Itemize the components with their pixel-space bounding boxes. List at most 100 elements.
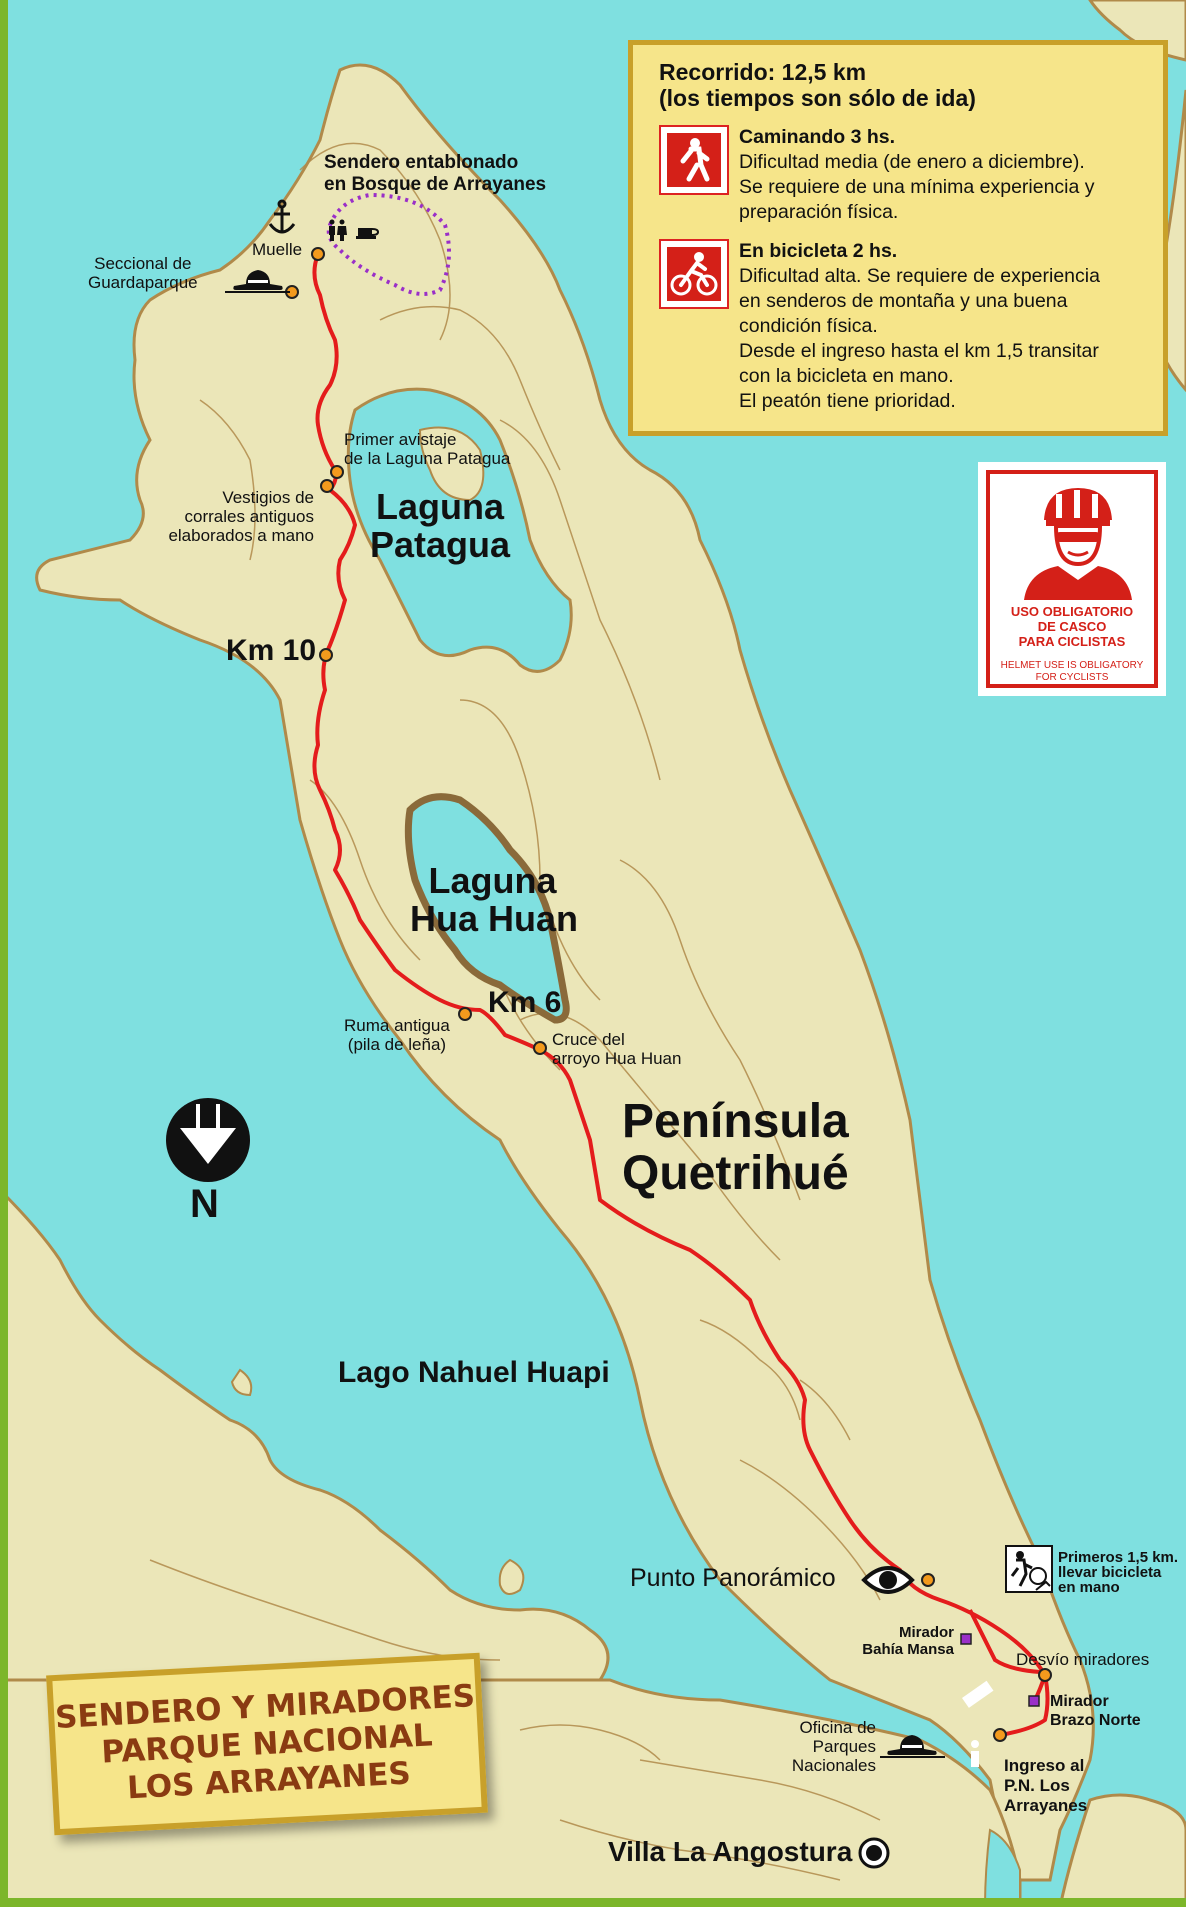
bike-line: con la bicicleta en mano. (739, 365, 954, 387)
avistaje-dot (330, 465, 344, 479)
label-line: Brazo Norte (1050, 1712, 1141, 1729)
walk-line: Se requiere de una mínima experiencia y (739, 176, 1095, 198)
route-distance: Recorrido: 12,5 km (659, 59, 867, 85)
bike-text: En bicicleta 2 hs. Dificultad alta. Se r… (739, 239, 1100, 414)
island (498, 1558, 525, 1595)
helmet-sign: USO OBLIGATORIO DE CASCO PARA CICLISTAS … (978, 462, 1166, 696)
bike-line: Dificultad alta. Se requiere de experien… (739, 265, 1100, 287)
bike-title: En bicicleta 2 hs. (739, 240, 898, 262)
helmet-line: FOR CYCLISTS (1035, 672, 1109, 683)
label-line: Vestigios de (222, 488, 314, 507)
label-line: Bahía Mansa (862, 1641, 954, 1658)
poi-dots (285, 247, 1052, 1742)
label-line: Guardaparque (88, 273, 198, 292)
laguna-hua-huan (404, 793, 570, 1024)
helmet-line: DE CASCO (1037, 619, 1107, 634)
label-ingreso: Ingreso al P.N. Los Arrayanes (1004, 1756, 1087, 1816)
vestigios-dot (320, 479, 334, 493)
label-sendero-entablonado: Sendero entablonado en Bosque de Arrayan… (324, 152, 546, 196)
label-line: Laguna (375, 486, 504, 527)
boardwalk-loop (326, 192, 451, 296)
label-seccional: Seccional de Guardaparque (88, 254, 198, 292)
label-mirador-brazo: Mirador Brazo Norte (1050, 1692, 1141, 1730)
label-line: Seccional de (94, 254, 192, 273)
walk-row: Caminando 3 hs. Dificultad media (de ene… (659, 125, 1137, 225)
label-km6: Km 6 (488, 986, 562, 1019)
laguna-patagua (346, 387, 573, 673)
cruce-dot (533, 1041, 547, 1055)
anchor-icon (268, 199, 296, 234)
label-cruce: Cruce del arroyo Hua Huan (552, 1030, 681, 1068)
bike-row: En bicicleta 2 hs. Dificultad alta. Se r… (659, 239, 1137, 414)
trail (312, 252, 1050, 1737)
bike-line: El peatón tiene prioridad. (739, 390, 956, 412)
ingreso-dot (993, 1728, 1007, 1742)
map-title-box: SENDERO Y MIRADORES PARQUE NACIONAL LOS … (46, 1652, 488, 1836)
label-line: Nacionales (791, 1756, 876, 1775)
restroom-icon (329, 219, 347, 241)
label-laguna-patagua: Laguna Patagua (370, 488, 510, 564)
walk-title: Caminando 3 hs. (739, 126, 896, 148)
bike-line: en senderos de montaña y una buena (739, 290, 1068, 312)
hiker-icon (659, 125, 729, 195)
label-line: P.N. Los (1004, 1776, 1070, 1795)
island-2 (230, 1368, 253, 1397)
label-line: Mirador (1050, 1693, 1109, 1710)
frame-left (0, 0, 8, 1907)
label-mirador-bahia: Mirador Bahía Mansa (840, 1624, 954, 1658)
walk-line: Dificultad media (de enero a diciembre). (739, 151, 1085, 173)
land-left (0, 1187, 610, 1682)
label-km10: Km 10 (226, 634, 317, 667)
label-line: Oficina de (799, 1718, 876, 1737)
label-line: Primeros 1,5 km. (1058, 1549, 1179, 1566)
ruma-dot (458, 1007, 472, 1021)
walk-text: Caminando 3 hs. Dificultad media (de ene… (739, 125, 1095, 225)
ranger-hat-icon (233, 270, 283, 290)
trail-spur-bahia (968, 1609, 1041, 1674)
label-laguna-hua-huan: Laguna Hua Huan (410, 860, 579, 939)
label-line: Arrayanes (1004, 1796, 1088, 1815)
bike-line: Desde el ingreso hasta el km 1,5 transit… (739, 340, 1099, 362)
helmet-text-es: USO OBLIGATORIO DE CASCO PARA CICLISTAS (990, 604, 1154, 649)
label-line: Patagua (370, 524, 511, 565)
route-note: (los tiempos son sólo de ida) (659, 85, 976, 111)
map-title: SENDERO Y MIRADORES PARQUE NACIONAL LOS … (54, 1678, 480, 1811)
mirador-bahia-marker (960, 1633, 972, 1645)
bike-line: condición física. (739, 315, 878, 337)
label-ruma: Ruma antigua (pila de leña) (344, 1016, 450, 1054)
label-muelle: Muelle (252, 240, 303, 259)
label-vestigios: Vestigios de corrales antiguos elaborado… (148, 488, 314, 545)
label-line: elaborados a mano (168, 526, 314, 545)
label-line: Península (622, 1095, 849, 1148)
walk-line: preparación física. (739, 201, 899, 223)
eye-icon (861, 1566, 915, 1594)
north-arrow-icon (166, 1098, 250, 1182)
label-line: (pila de leña) (347, 1035, 447, 1054)
label-line: Hua Huan (410, 898, 579, 939)
label-line: Ingreso al (1004, 1756, 1085, 1775)
label-line: en mano (1058, 1579, 1120, 1596)
label-line: arroyo Hua Huan (552, 1049, 682, 1068)
km10-dot (319, 648, 333, 662)
helmet-cyclist-icon (1024, 488, 1132, 600)
cyclist-icon (659, 239, 729, 309)
desvio-dot (1038, 1668, 1052, 1682)
ranger-hat-icon-oficina (887, 1735, 937, 1755)
label-line: Parques (812, 1737, 876, 1756)
gate-icon (962, 1680, 994, 1708)
north-label: N (190, 1182, 219, 1226)
helmet-sign-frame: USO OBLIGATORIO DE CASCO PARA CICLISTAS … (986, 470, 1158, 688)
label-villa: Villa La Angostura (608, 1836, 853, 1867)
info-icon (971, 1740, 979, 1767)
helmet-line: HELMET USE IS OBLIGATORY (1000, 660, 1144, 671)
label-line: en Bosque de Arrayanes (324, 174, 547, 195)
route-info-box: Recorrido: 12,5 km (los tiempos son sólo… (628, 40, 1168, 436)
helmet-text-en: HELMET USE IS OBLIGATORY FOR CYCLISTS (990, 660, 1154, 684)
label-punto-panoramico: Punto Panorámico (630, 1564, 836, 1592)
label-line: corrales antiguos (184, 507, 314, 526)
label-line: Cruce del (552, 1030, 625, 1049)
label-oficina: Oficina de Parques Nacionales (770, 1718, 876, 1775)
label-line: Laguna (428, 860, 557, 901)
label-lago: Lago Nahuel Huapi (338, 1356, 610, 1389)
mirador-brazo-marker (1028, 1695, 1040, 1707)
